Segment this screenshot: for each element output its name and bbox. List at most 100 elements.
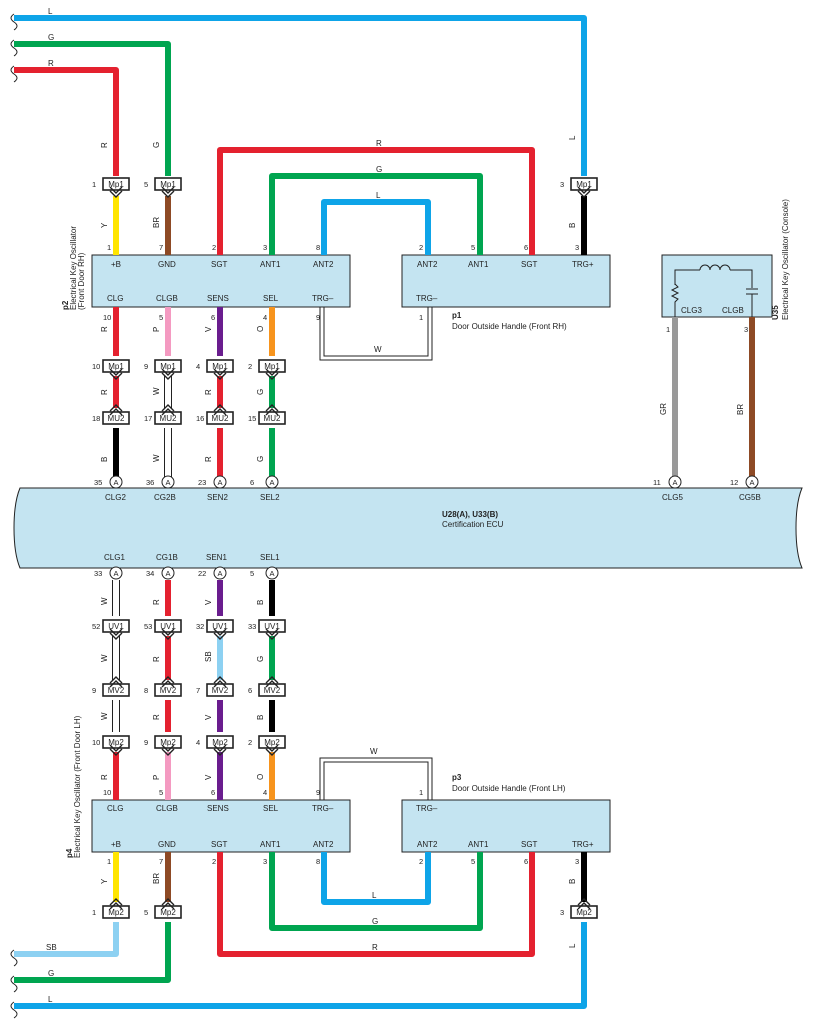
pin-label: SEN1 xyxy=(206,553,227,562)
wire-color-label: G xyxy=(256,656,265,662)
pin-label: CLG5 xyxy=(662,493,683,502)
pin-number: 9 xyxy=(316,788,320,797)
connector-pin-number: 33 xyxy=(248,622,256,631)
wire-color-label: L xyxy=(48,995,53,1004)
pin-label: ANT2 xyxy=(313,840,334,849)
connector-box xyxy=(102,411,130,425)
pin-label: SGT xyxy=(521,840,538,849)
capacitor-symbol xyxy=(746,288,758,318)
pin-label: CG1B xyxy=(156,553,178,562)
connector-box xyxy=(258,359,286,373)
pin-label: CLGB xyxy=(156,294,178,303)
pin-label: SGT xyxy=(521,260,538,269)
connector-chevron xyxy=(265,628,279,640)
pin-number: 8 xyxy=(316,243,320,252)
wire-G xyxy=(14,41,171,176)
handle-lh-name: Door Outside Handle (Front LH) xyxy=(452,784,566,793)
connector-chevron xyxy=(161,898,175,910)
pin-label: SGT xyxy=(211,840,228,849)
pin-number: 10 xyxy=(103,788,111,797)
ecu-connector-letter: A xyxy=(165,478,170,487)
wire-L xyxy=(321,852,431,905)
wire-color-label: G xyxy=(256,456,265,462)
ecu-pins: CLG2 CG2B SEN2 SEL2 CLG5 CG5B CLG1 CG1B … xyxy=(104,493,761,562)
pin-number: 1 xyxy=(419,788,423,797)
connector-pin-number: 1 xyxy=(92,180,96,189)
wire-color-label: BR xyxy=(152,873,161,884)
oscillator-console-box xyxy=(661,254,773,318)
wire-color-label: G xyxy=(152,142,161,148)
connector-chevron xyxy=(577,898,591,910)
ecu-pin-circle xyxy=(668,475,682,489)
pin-number: 9 xyxy=(316,313,320,322)
ecu-name: Certification ECU xyxy=(442,520,504,529)
wire-color-label: W xyxy=(100,654,109,662)
oscillator-rh-id: p2 xyxy=(61,300,70,310)
wire-color-label: V xyxy=(204,599,213,605)
pin-label: ANT2 xyxy=(417,260,438,269)
ecu-pin-number: 22 xyxy=(198,569,206,578)
wire-color-label: W xyxy=(152,387,161,395)
pin-number: 4 xyxy=(263,313,267,322)
connector-chevron xyxy=(109,898,123,910)
ecu-pin-circle xyxy=(161,566,175,580)
connector-box xyxy=(258,411,286,425)
wire-color-label: R xyxy=(100,326,109,332)
pin-number: 2 xyxy=(419,857,423,866)
connector-box xyxy=(102,619,130,633)
pin-label: SEL xyxy=(263,804,279,813)
connector-name: MU2 xyxy=(160,414,177,423)
pin-number: 5 xyxy=(471,857,475,866)
ecu-pin-number: 12 xyxy=(730,478,738,487)
ecu-pin-circle xyxy=(109,475,123,489)
pin-label: CG5B xyxy=(739,493,761,502)
pin-label: TRG– xyxy=(312,804,334,813)
wire-color-label: O xyxy=(256,326,265,332)
wire-color-label: R xyxy=(372,943,378,952)
connector-pin-number: 4 xyxy=(196,362,200,371)
wire-G xyxy=(269,173,483,255)
wire-break-symbol xyxy=(10,65,18,83)
oscillator-console-id: U35 xyxy=(771,305,780,320)
ecu-pin-number: 5 xyxy=(250,569,254,578)
connector-chevron xyxy=(213,404,227,416)
connector-name: Mp2 xyxy=(160,908,176,917)
pin-number: 4 xyxy=(263,788,267,797)
connector-pin-number: 3 xyxy=(560,180,564,189)
connector-pin-number: 15 xyxy=(248,414,256,423)
wire-color-label: R xyxy=(100,389,109,395)
wire-color-label: L xyxy=(376,191,381,200)
ecu-connector-letter: A xyxy=(217,478,222,487)
connector-box xyxy=(154,359,182,373)
pin-label: ANT1 xyxy=(260,840,281,849)
wire-color-label: SB xyxy=(46,943,57,952)
ecu-pin-circle xyxy=(213,475,227,489)
connector-box xyxy=(154,619,182,633)
pin-label: CLG2 xyxy=(105,493,126,502)
pin-label: ANT1 xyxy=(468,260,489,269)
wire-L xyxy=(321,199,431,255)
connector-name: Mp2 xyxy=(108,908,124,917)
pin-label: CLG xyxy=(107,294,123,303)
connector-pin-number: 5 xyxy=(144,908,148,917)
wire-break-symbol xyxy=(10,975,18,993)
pin-number: 8 xyxy=(316,857,320,866)
wire-color-label: BR xyxy=(736,404,745,415)
wire-color-label: B xyxy=(256,600,265,605)
wire-color-label: W xyxy=(370,747,378,756)
connector-box xyxy=(154,411,182,425)
ecu-connector-letter: A xyxy=(113,478,118,487)
wire-color-label: L xyxy=(48,7,53,16)
ecu-connector-letter: A xyxy=(269,569,274,578)
connector-box xyxy=(154,905,182,919)
handle-rh-id: p1 xyxy=(452,311,462,320)
pin-label: SENS xyxy=(207,804,229,813)
wire-color-label: W xyxy=(152,454,161,462)
pin-label: SEL1 xyxy=(260,553,280,562)
wire-color-label: B xyxy=(256,715,265,720)
wire-color-label: R xyxy=(376,139,382,148)
connector-chevron xyxy=(161,368,175,380)
connector-box xyxy=(102,905,130,919)
wire-color-label: R xyxy=(100,774,109,780)
